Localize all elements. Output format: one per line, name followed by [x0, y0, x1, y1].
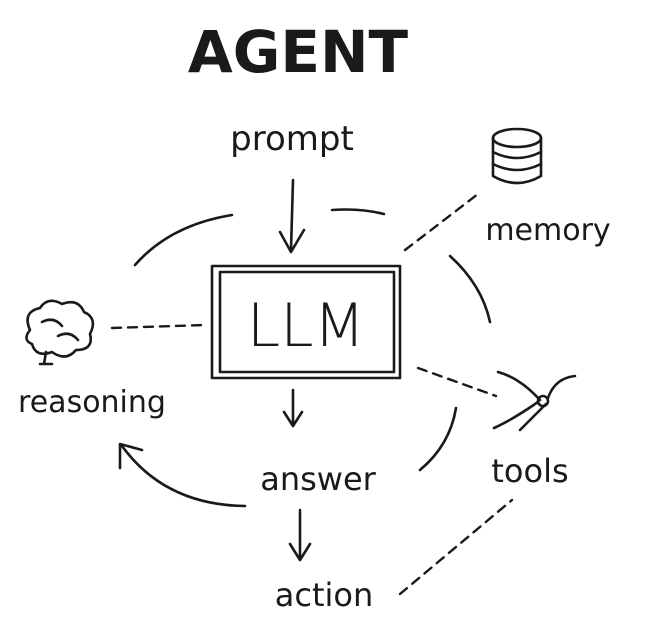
llm-box: LLM: [210, 264, 402, 380]
arrow-answer-to-action: [288, 508, 312, 562]
answer-label: answer: [260, 460, 376, 498]
llm-label: LLM: [247, 291, 366, 361]
database-icon: [491, 127, 543, 185]
reasoning-connector: [110, 323, 207, 330]
arrow-prompt-to-llm: [278, 178, 306, 254]
memory-label: memory: [485, 213, 610, 248]
memory-connector: [403, 192, 480, 252]
pliers-icon: [492, 370, 577, 432]
tools-connector: [416, 366, 498, 398]
action-label: action: [275, 576, 374, 614]
arrow-llm-to-answer: [282, 388, 304, 428]
reasoning-label: reasoning: [18, 385, 166, 420]
tools-label: tools: [491, 452, 568, 490]
prompt-label: prompt: [230, 119, 354, 159]
brain-icon: [25, 299, 95, 366]
diagram-title: AGENT: [188, 18, 409, 86]
agent-loop-arcs: [118, 208, 492, 508]
action-tools-connector: [398, 498, 514, 596]
